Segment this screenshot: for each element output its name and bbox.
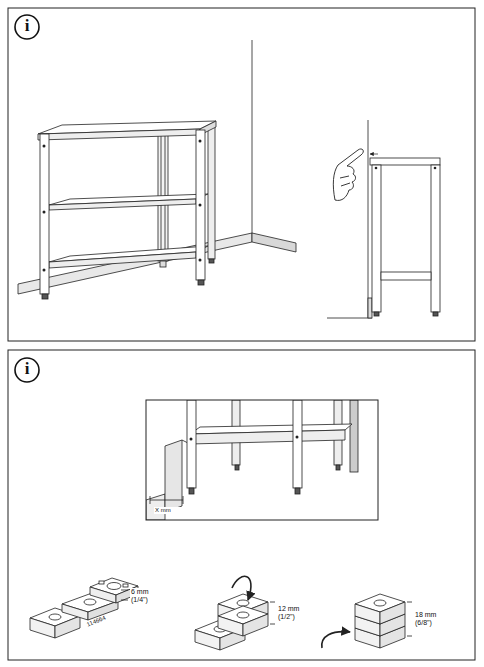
detail-inset — [146, 400, 358, 520]
dimension-label: 6 mm (1/4") — [130, 588, 158, 603]
spacer-set-3 — [322, 594, 412, 648]
panel-frame — [8, 350, 475, 660]
shelf-unit — [38, 121, 216, 299]
pointing-hand — [333, 149, 363, 200]
dimension-label: 12 mm (1/2") — [277, 605, 307, 620]
info-icon — [15, 15, 39, 39]
wall-and-floor — [18, 40, 296, 294]
side-view-unit — [327, 120, 440, 318]
spacer-set-1 — [30, 578, 138, 638]
info-icon-letter: i — [21, 360, 33, 379]
info-icon — [15, 358, 39, 382]
panel-frame — [8, 8, 475, 341]
dimension-label: 18 mm (6/8") — [414, 611, 444, 626]
info-icon-letter: i — [21, 17, 33, 36]
spacer-set-2 — [195, 576, 275, 650]
inset-frame — [146, 400, 378, 520]
dimension-label: X mm — [154, 507, 186, 514]
